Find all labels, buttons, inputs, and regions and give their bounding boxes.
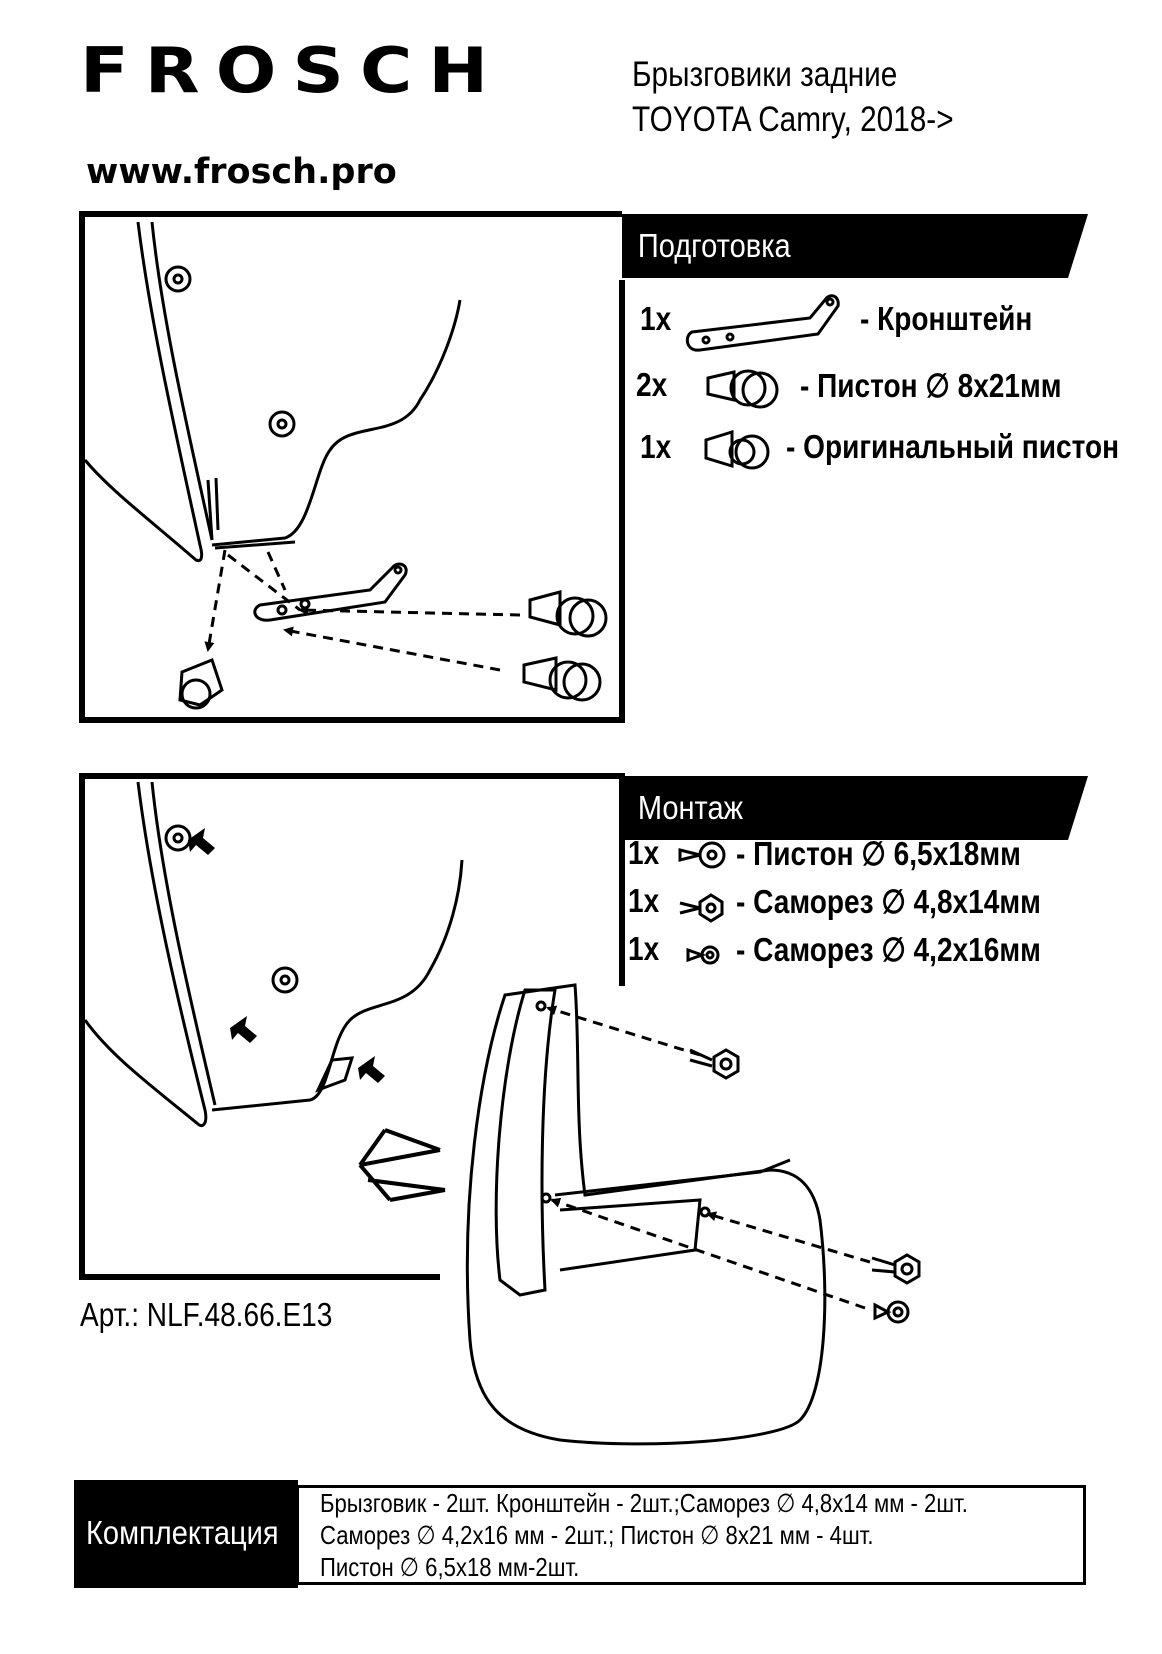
- kit-contents: Брызговик - 2шт. Кронштейн - 2шт.;Саморе…: [320, 1487, 968, 1583]
- prep-item-clip-label: - Пистон ∅ 8x21мм: [800, 367, 1062, 404]
- mount-item-clip-label: - Пистон ∅ 6,5x18мм: [736, 835, 1021, 872]
- assembly-arrows-2: [546, 1005, 871, 1310]
- clip-screw-icon: [678, 841, 726, 869]
- prep-item-original-qty: 1x: [640, 428, 672, 465]
- product-title: Брызговики задние TOYOTA Camry, 2018->: [632, 52, 954, 142]
- push-clip-icon: [706, 369, 779, 409]
- prep-item-qty: 1x: [640, 300, 672, 337]
- install-direction-arrow: [358, 1128, 446, 1202]
- product-title-line2: TOYOTA Camry, 2018->: [632, 100, 954, 139]
- clip-drawing-b: [522, 656, 602, 702]
- website-url: www.frosch.pro: [86, 152, 397, 192]
- frosch-logo: FROSCH: [80, 34, 505, 107]
- preparation-header-bar: [622, 214, 1088, 278]
- article-number: Арт.: NLF.48.66.E13: [80, 1296, 333, 1333]
- prep-item-clip-qty: 2x: [636, 366, 668, 403]
- mount-item-pan-screw-qty: 1x: [628, 930, 660, 967]
- mounting-header-bar: [622, 776, 1088, 840]
- kit-line-2: Саморез ∅ 4,2x16 мм - 2шт.; Пистон ∅ 8x2…: [320, 1520, 874, 1550]
- fit-arrows-2: [188, 828, 385, 1083]
- prep-item-bracket: 1x: [640, 300, 671, 338]
- screw-drawings-2: [689, 1048, 921, 1324]
- prep-item-bracket-label: - Кронштейн: [860, 300, 1033, 337]
- mount-item-clip-qty: 1x: [628, 834, 660, 871]
- mount-item-pan-screw-label: - Саморез ∅ 4,2x16мм: [736, 931, 1041, 968]
- product-title-line1: Брызговики задние: [632, 55, 898, 94]
- pan-screw-icon: [686, 945, 720, 965]
- mount-item-hex-screw-label: - Саморез ∅ 4,8x14мм: [736, 883, 1041, 920]
- kit-label-bar: [74, 1480, 298, 1588]
- kit-line-3: Пистон ∅ 6,5x18 мм-2шт.: [320, 1552, 580, 1582]
- bracket-icon: [685, 294, 840, 352]
- bracket-drawing-1: [253, 562, 408, 622]
- kit-line-1: Брызговик - 2шт. Кронштейн - 2шт.;Саморе…: [320, 1488, 968, 1518]
- fender-drawing-1: [83, 221, 462, 563]
- preparation-header: Подготовка: [637, 227, 791, 264]
- assembly-arrows-1: [204, 549, 521, 672]
- kit-label: Комплектация: [86, 1514, 279, 1551]
- mounting-header: Монтаж: [637, 789, 744, 826]
- clip-drawing-a: [528, 590, 608, 638]
- kit-contents-box: [296, 1485, 1086, 1585]
- mounting-panel-frame: [79, 773, 1088, 1280]
- fender-drawing-2: [83, 781, 464, 1128]
- hex-screw-icon: [679, 893, 724, 923]
- original-clip-drawing: [178, 658, 224, 710]
- mount-item-hex-screw-qty: 1x: [628, 882, 660, 919]
- original-clip-icon: [704, 429, 770, 470]
- preparation-panel-frame: [79, 211, 1088, 723]
- prep-item-original-label: - Оригинальный пистон: [786, 428, 1120, 465]
- mudflap-drawing: [465, 983, 827, 1446]
